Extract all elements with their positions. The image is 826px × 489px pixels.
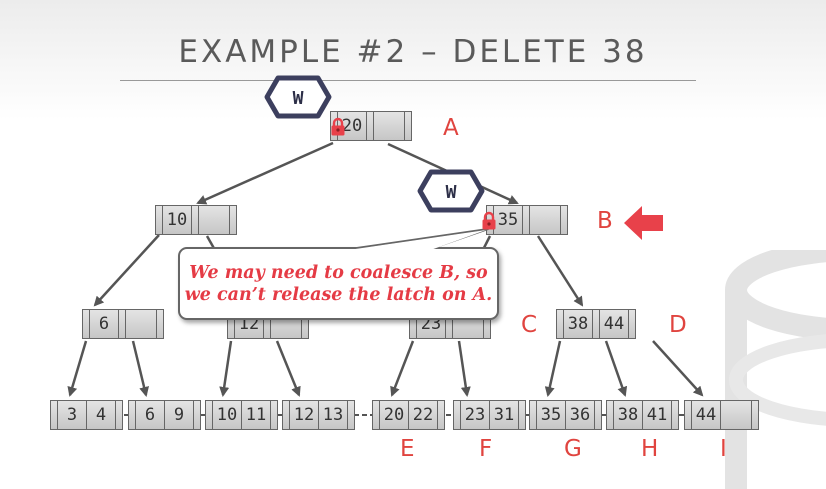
leaf-key: 20: [379, 400, 409, 430]
edge-c-l6: [457, 340, 471, 397]
node-10-pointer: [229, 205, 237, 235]
leaf-pointer: [115, 400, 123, 430]
edge-n10-n6: [93, 234, 160, 307]
leaf-node-e: 20 22: [372, 400, 445, 430]
latch-mode-text: W: [446, 182, 457, 203]
leaf-pointer: [347, 400, 355, 430]
node-a-label: A: [443, 115, 459, 141]
leaf-key: 12: [289, 400, 319, 430]
node-6-pointer: [156, 309, 164, 339]
node-a-key-2: [373, 111, 405, 141]
node-d-key-2: 44: [599, 309, 629, 339]
node-10-key-2: [198, 205, 230, 235]
leaf-key: 35: [536, 400, 566, 430]
leaf-node-1: 3 4: [50, 400, 123, 430]
leaf-key: [720, 400, 752, 430]
slide-title: EXAMPLE #2 – DELETE 38: [178, 34, 648, 70]
leaf-node-2: 6 9: [128, 400, 201, 430]
leaf-node-g: 35 36: [529, 400, 602, 430]
leaf-key: 36: [565, 400, 595, 430]
node-a-pointer: [404, 111, 412, 141]
leaf-key: 31: [489, 400, 519, 430]
leaf-pointer: [518, 400, 526, 430]
leaf-label-e: E: [400, 436, 415, 462]
node-b-label: B: [597, 208, 613, 234]
node-6-key-2: [125, 309, 157, 339]
node-6: 6: [82, 309, 164, 339]
write-latch-badge-icon: W: [264, 75, 332, 119]
latch-mode-text: W: [293, 88, 304, 109]
write-latch-badge-icon: W: [417, 169, 485, 213]
leaf-node-i: 44: [684, 400, 759, 430]
leaf-node-4: 12 13: [282, 400, 355, 430]
edge-n6-l2: [131, 340, 149, 397]
edge-b-d: [536, 235, 584, 307]
title-divider: [120, 80, 696, 81]
leaf-key: 10: [212, 400, 242, 430]
callout-note: We may need to coalesce B, so we can’t r…: [178, 247, 499, 320]
database-watermark-icon: [725, 250, 826, 489]
edge-d-l8: [604, 340, 628, 397]
callout-line-2: we can’t release the latch on A.: [184, 284, 493, 305]
edge-d-l7: [544, 340, 562, 397]
leaf-key: 23: [460, 400, 490, 430]
leaf-pointer: [751, 400, 759, 430]
leaf-label-f: F: [479, 436, 493, 462]
leaf-pointer: [270, 400, 278, 430]
edge-c-l5: [390, 340, 415, 397]
leaf-pointer: [671, 400, 679, 430]
leaf-node-f: 23 31: [453, 400, 526, 430]
leaf-key: 6: [135, 400, 165, 430]
edge-n12-l3: [219, 340, 233, 397]
leaf-label-i: I: [720, 436, 727, 462]
node-10: 10: [155, 205, 237, 235]
node-b-pointer: [560, 205, 568, 235]
node-c-label: C: [521, 312, 538, 338]
node-d: 38 44: [556, 309, 636, 339]
leaf-node-3: 10 11: [205, 400, 278, 430]
node-d-pointer: [628, 309, 636, 339]
lock-icon: [331, 117, 345, 136]
edge-d-l9: [652, 340, 704, 397]
leaf-pointer: [437, 400, 445, 430]
edge-n12-l4: [275, 340, 301, 397]
edge-a-n10: [196, 141, 334, 205]
leaf-pointer: [193, 400, 201, 430]
lock-icon: [482, 211, 496, 230]
current-node-arrow-icon: [624, 206, 663, 240]
leaf-key: 11: [241, 400, 271, 430]
leaf-key: 22: [408, 400, 438, 430]
edge-n6-l1: [67, 340, 88, 397]
leaf-key: 13: [318, 400, 348, 430]
node-d-label: D: [669, 312, 687, 338]
callout-line-1: We may need to coalesce B, so: [189, 262, 488, 283]
leaf-label-g: G: [564, 436, 582, 462]
leaf-pointer: [594, 400, 602, 430]
leaf-label-h: H: [641, 436, 659, 462]
leaf-node-h: 38 41: [606, 400, 679, 430]
